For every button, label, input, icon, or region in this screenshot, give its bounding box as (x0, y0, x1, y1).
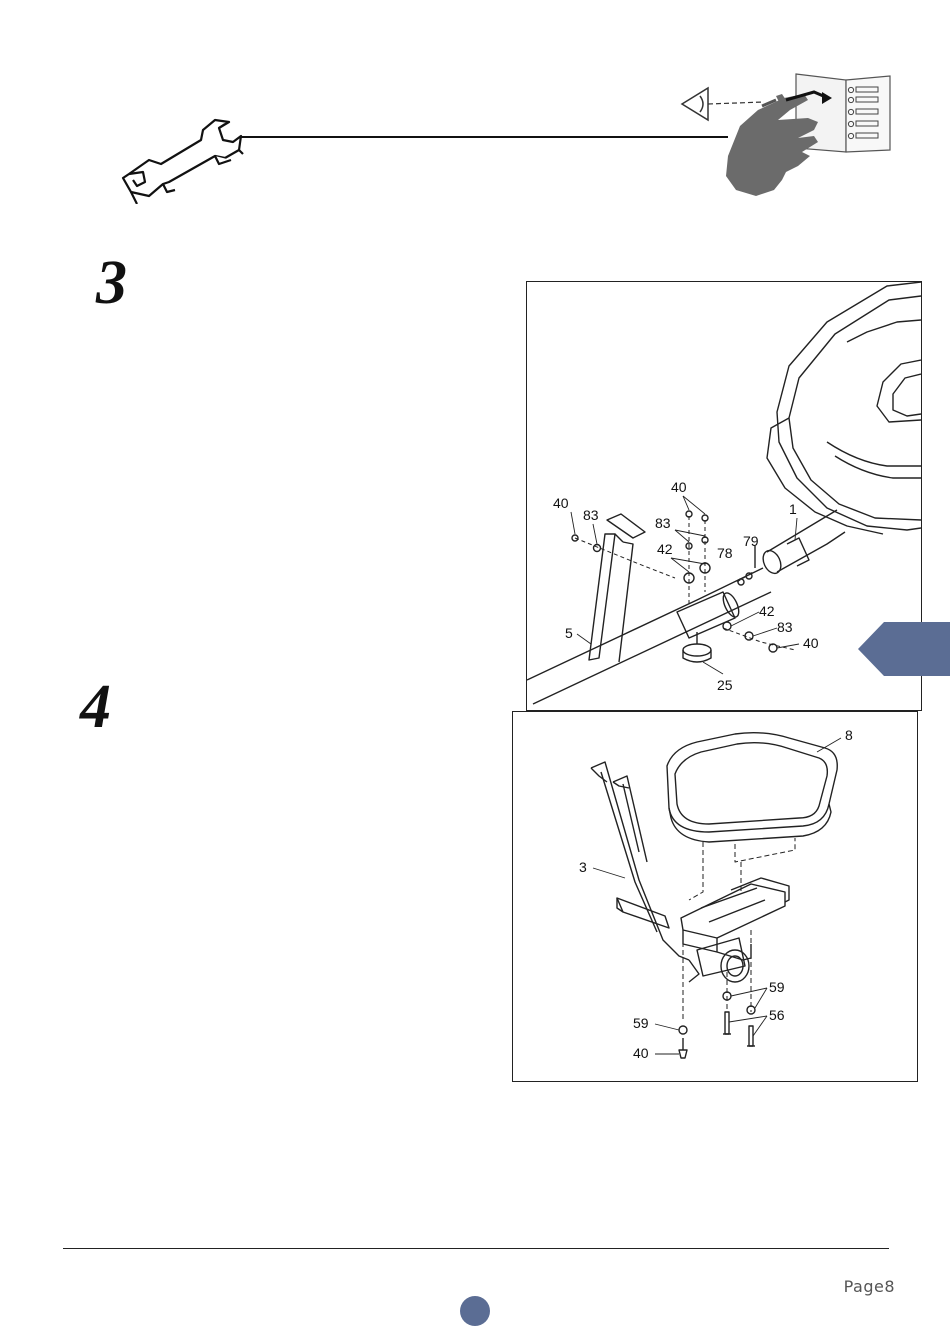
part-label: 8 (845, 727, 853, 743)
part-label: 79 (743, 533, 759, 549)
part-label: 59 (769, 979, 785, 995)
part-label: 40 (671, 479, 687, 495)
part-label: 3 (579, 859, 587, 875)
page-dot-icon (460, 1296, 490, 1326)
header-line (240, 136, 728, 138)
part-label: 83 (655, 515, 671, 531)
part-label: 42 (759, 603, 775, 619)
part-label: 78 (717, 545, 733, 561)
part-label: 83 (583, 507, 599, 523)
part-label: 5 (565, 625, 573, 641)
part-label: 40 (633, 1045, 649, 1061)
page-number: Page8 (844, 1277, 895, 1296)
part-label: 1 (789, 501, 797, 517)
step-number: 4 (80, 676, 111, 738)
diagram-step4: 8 3 59 56 59 40 (512, 711, 918, 1082)
checklist-hand-icon (678, 66, 898, 202)
diagram-step4-drawing: 8 3 59 56 59 40 (513, 712, 917, 1081)
part-label: 25 (717, 677, 733, 693)
part-label: 40 (803, 635, 819, 651)
part-label: 42 (657, 541, 673, 557)
step-number: 3 (96, 252, 127, 314)
wrench-icon (115, 112, 250, 204)
footer-divider (63, 1248, 889, 1249)
part-label: 40 (553, 495, 569, 511)
side-tab (858, 622, 950, 676)
part-label: 59 (633, 1015, 649, 1031)
part-label: 56 (769, 1007, 785, 1023)
part-label: 83 (777, 619, 793, 635)
header (0, 0, 950, 220)
